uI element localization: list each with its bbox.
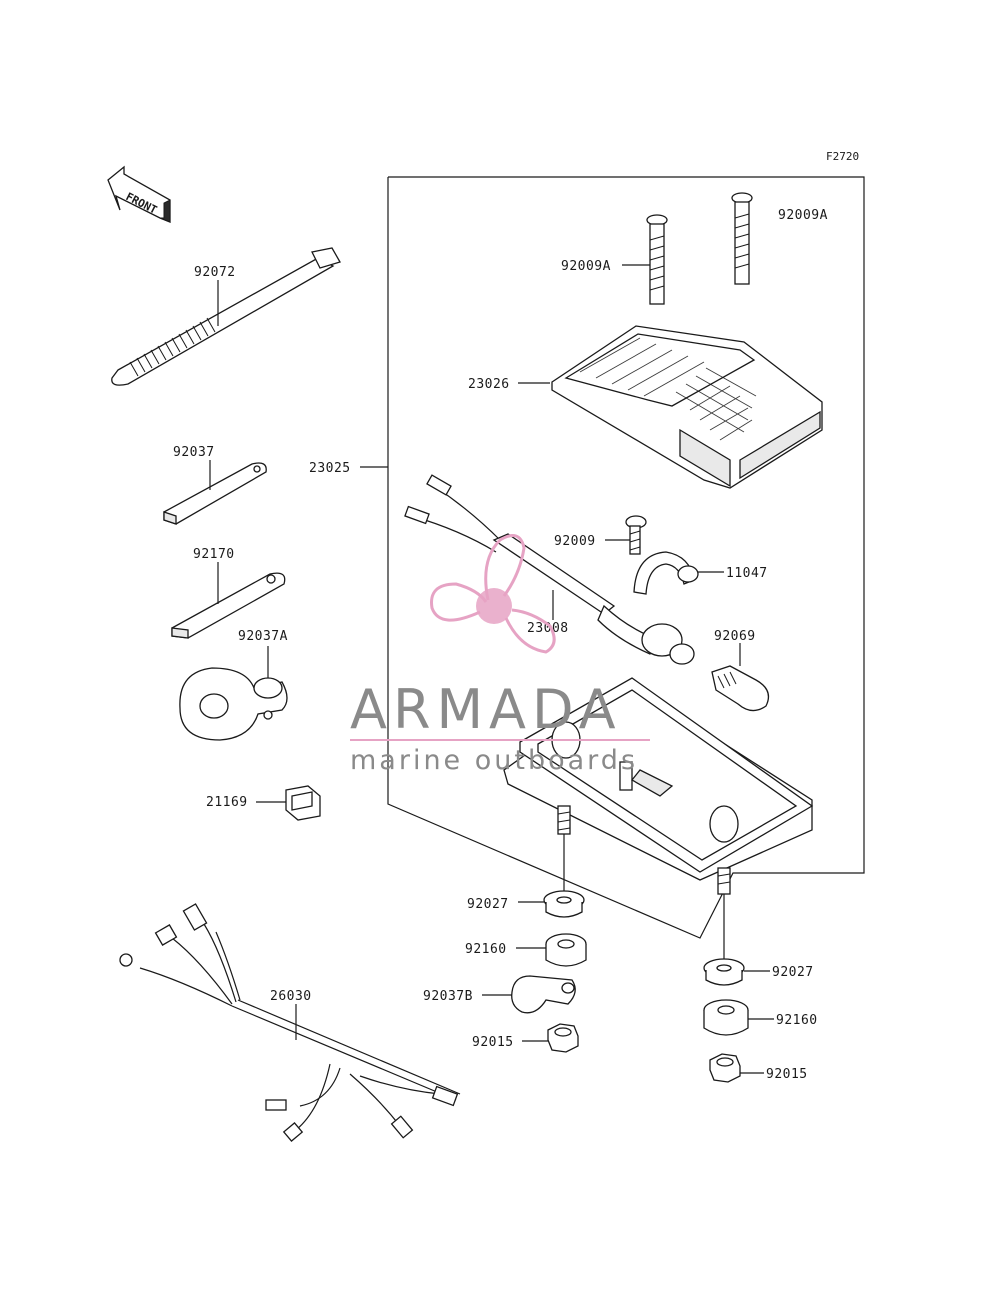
clamp-92037A — [179, 667, 288, 741]
label-92015-right: 92015 — [766, 1067, 808, 1082]
cable-tie-92072 — [111, 247, 341, 386]
assembly-frame — [387, 176, 865, 939]
band-92170 — [171, 572, 286, 639]
label-92037B: 92037B — [423, 989, 473, 1004]
label-11047: 11047 — [726, 566, 768, 581]
propeller-logo-icon — [430, 534, 556, 654]
label-92069: 92069 — [714, 629, 756, 644]
label-23026: 23026 — [468, 377, 510, 392]
lamp-housing — [503, 677, 814, 881]
watermark-tagline: marine outboards — [350, 745, 638, 776]
grommet-92160-left — [545, 933, 587, 967]
label-92009A-right: 92009A — [778, 208, 828, 223]
armada-watermark-logo: ARMADA marine outboards — [350, 534, 650, 776]
washer-92027-right — [703, 958, 745, 986]
label-26030: 26030 — [270, 989, 312, 1004]
label-92160-right: 92160 — [776, 1013, 818, 1028]
label-92009: 92009 — [554, 534, 596, 549]
label-92072: 92072 — [194, 265, 236, 280]
figure-code: F2720 — [826, 150, 859, 163]
lens-cover-23026 — [551, 325, 823, 489]
screw-92009A-right — [731, 192, 753, 285]
watermark-brand: ARMADA — [350, 678, 622, 741]
band-92037 — [163, 462, 267, 525]
label-23008: 23008 — [527, 621, 569, 636]
label-92170: 92170 — [193, 547, 235, 562]
label-21169: 21169 — [206, 795, 248, 810]
label-92009A-left: 92009A — [561, 259, 611, 274]
clamp-92037B — [511, 975, 576, 1014]
label-92160-left: 92160 — [465, 942, 507, 957]
wire-harness-26030 — [119, 903, 461, 1143]
front-arrow-icon: FRONT — [107, 165, 171, 223]
stud-left — [557, 805, 571, 892]
label-92015-left: 92015 — [472, 1035, 514, 1050]
propeller-hub-icon — [476, 588, 512, 624]
stud-right — [717, 867, 731, 960]
label-92037: 92037 — [173, 445, 215, 460]
label-92027-left: 92027 — [467, 897, 509, 912]
clamp-11047 — [633, 551, 699, 595]
label-92037A: 92037A — [238, 629, 288, 644]
screw-92009 — [625, 515, 647, 555]
bulb-92069 — [711, 665, 770, 712]
screw-92009A-left — [646, 214, 668, 305]
washer-92027-left — [543, 890, 585, 918]
label-92027-right: 92027 — [772, 965, 814, 980]
label-23025: 23025 — [309, 461, 351, 476]
clip-nut-21169 — [285, 785, 321, 821]
nut-92015-right — [709, 1053, 741, 1083]
nut-92015-left — [547, 1023, 579, 1053]
grommet-92160-right — [703, 999, 749, 1036]
